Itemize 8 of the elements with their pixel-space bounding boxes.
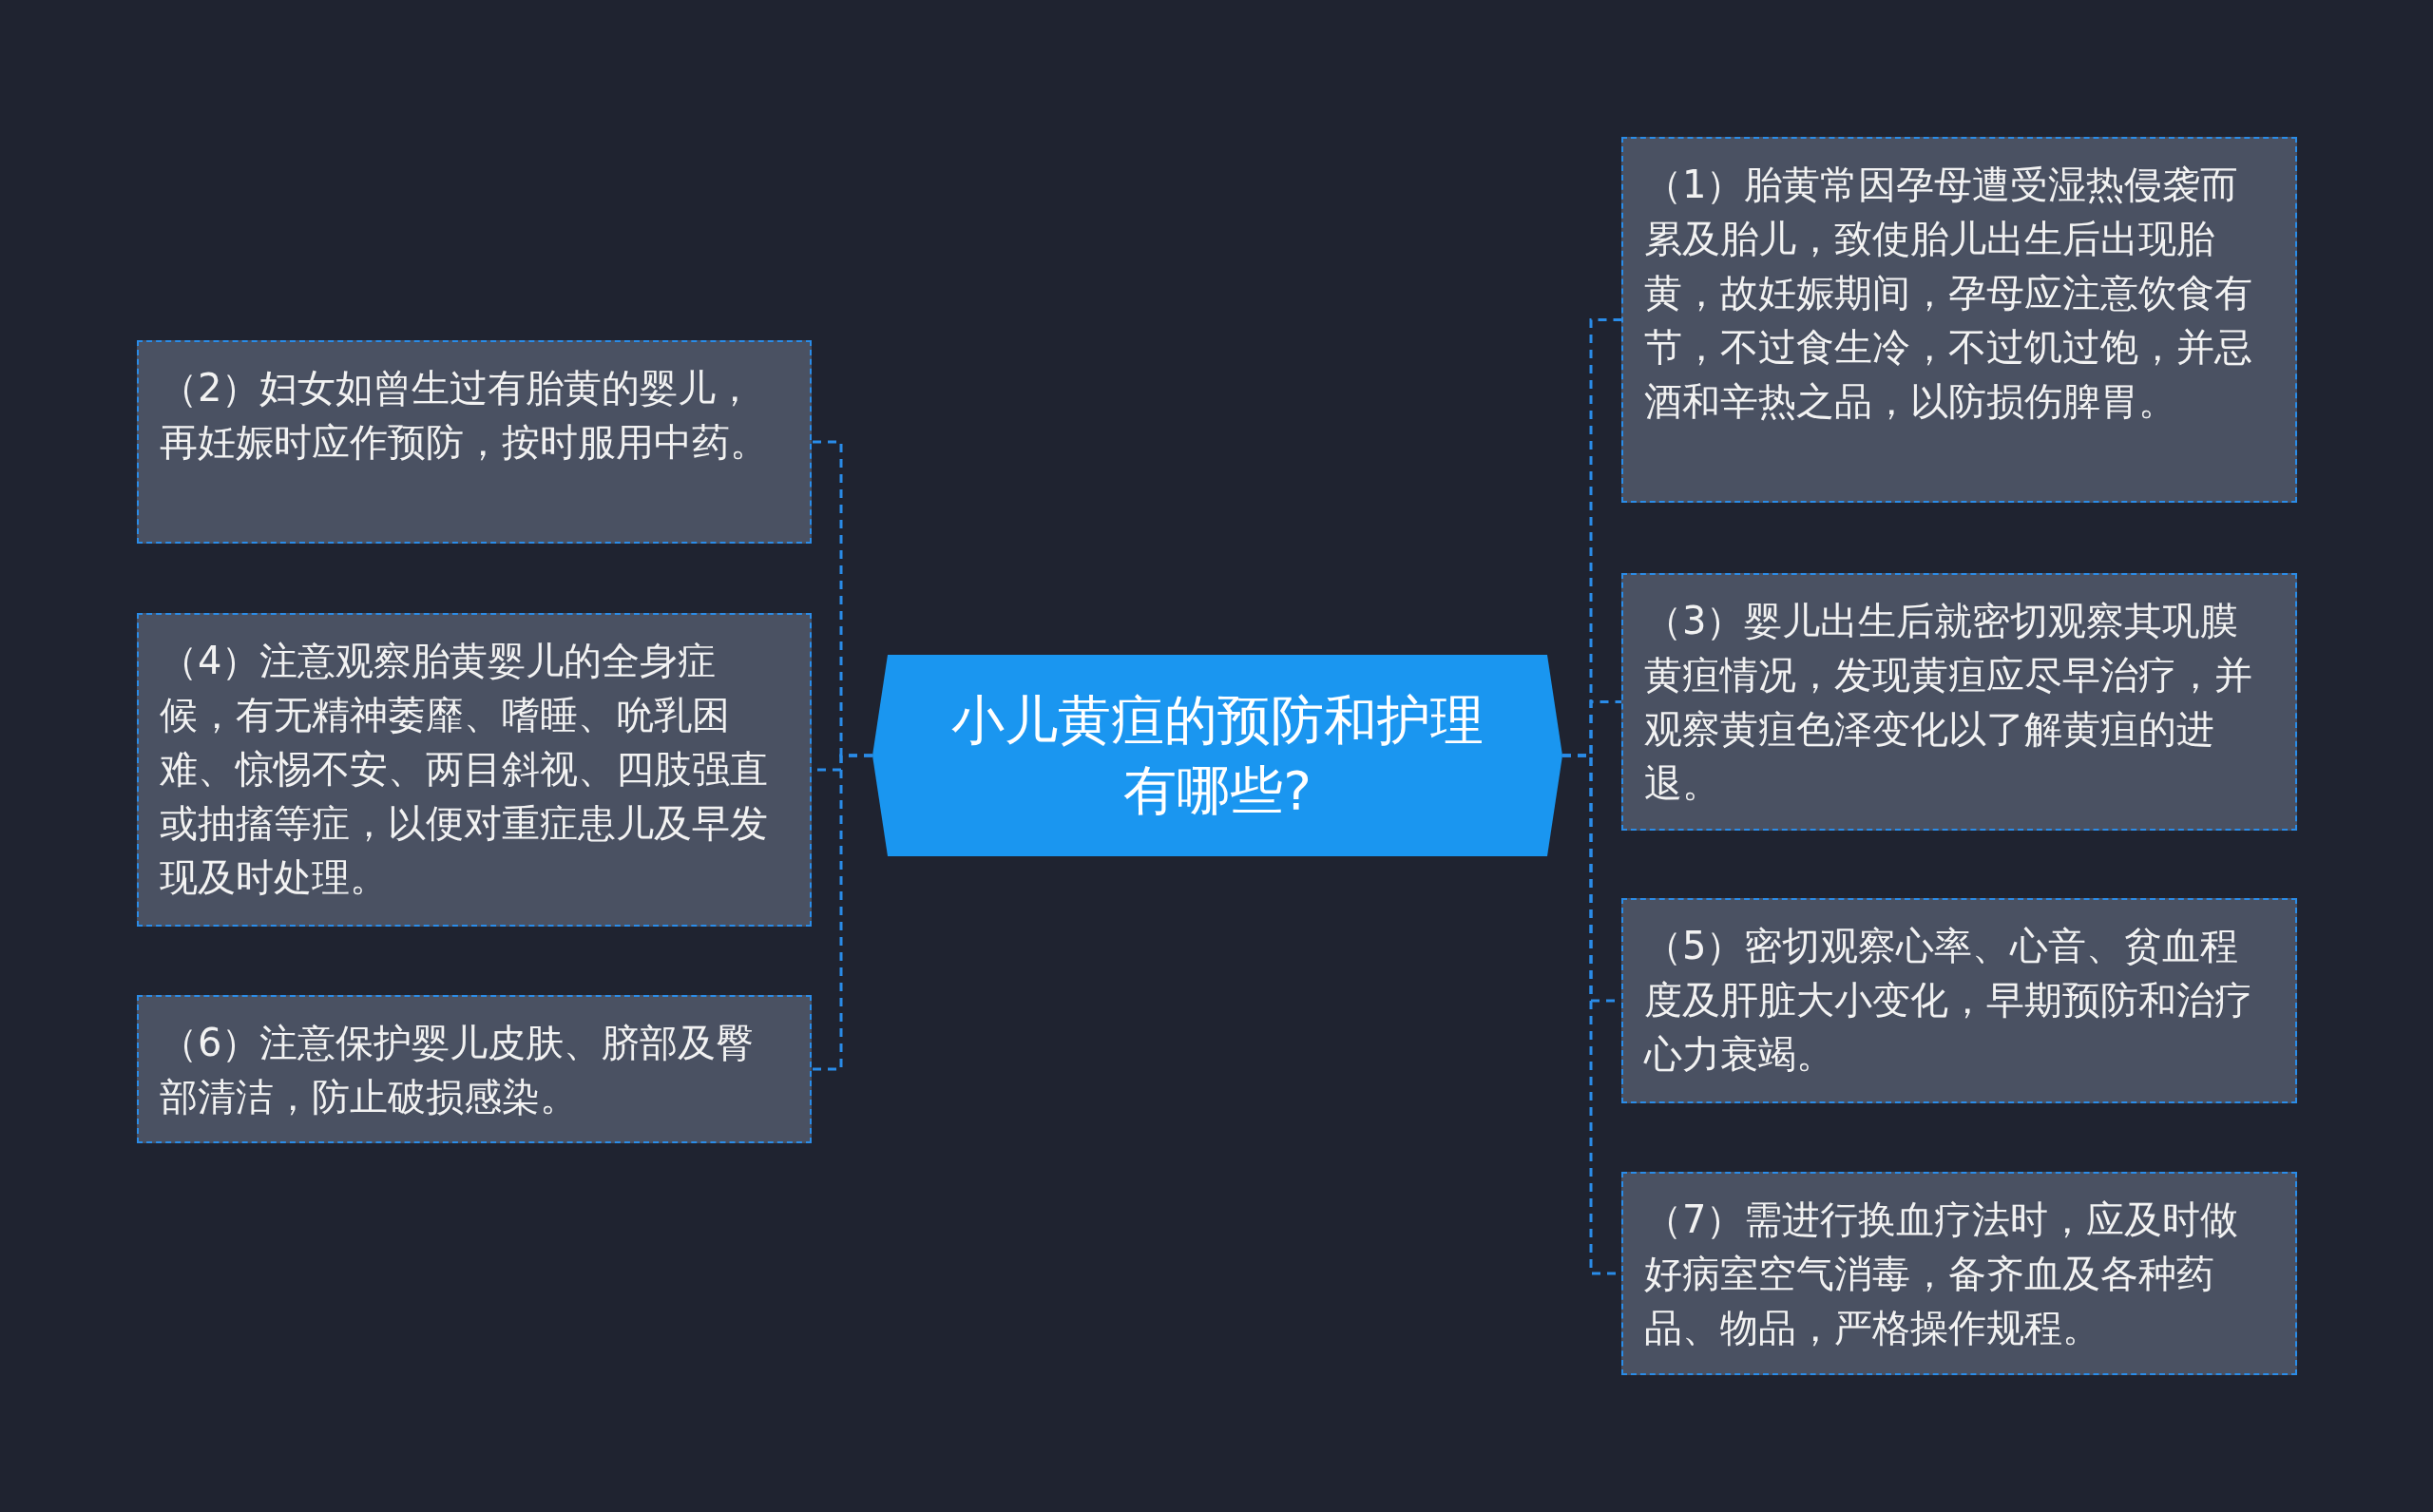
text-box: （4）注意观察胎黄婴儿的全身症候，有无精神萎靡、嗜睡、吮乳困难、惊惕不安、两目斜视、四肢强直或抽搐等症，以便对重症患儿及早发现及时处理。 (137, 613, 812, 927)
text-box: （5）密切观察心率、心音、贫血程度及肝脏大小变化，早期预防和治疗心力衰竭。 (1621, 898, 2297, 1103)
text-box: （2）妇女如曾生过有胎黄的婴儿，再妊娠时应作预防，按时服用中药。 (137, 340, 812, 544)
text-box: （3）婴儿出生后就密切观察其巩膜黄疸情况，发现黄疸应尽早治疗，并观察黄疸色泽变化以了解黄疸的进退。 (1621, 573, 2297, 831)
text-box: （6）注意保护婴儿皮肤、脐部及臀部清洁，防止破损感染。 (137, 995, 812, 1143)
text-box: （1）胎黄常因孕母遭受湿热侵袭而累及胎儿，致使胎儿出生后出现胎黄，故妊娠期间，孕母应注意饮食有节，不过食生冷，不过饥过饱，并忌酒和辛热之品，以防损伤脾胃。 (1621, 137, 2297, 503)
text-box: （7）需进行换血疗法时，应及时做好病室空气消毒，备齐血及各种药品、物品，严格操作规程。 (1621, 1172, 2297, 1375)
connector-line (812, 754, 872, 1071)
